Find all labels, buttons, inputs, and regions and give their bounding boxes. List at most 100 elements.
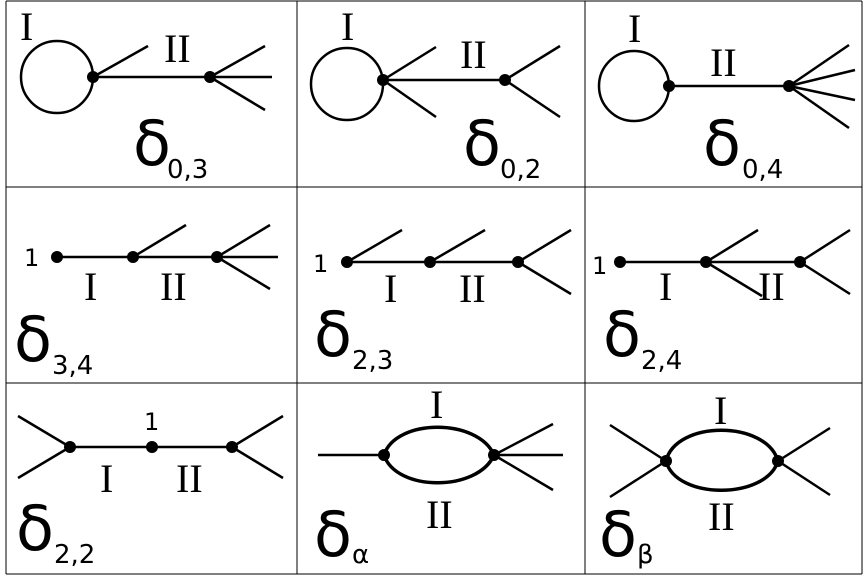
delta-subscript: 2,2 bbox=[54, 540, 95, 570]
delta-subscript: 0,2 bbox=[500, 155, 541, 185]
edge-label-ii: II bbox=[426, 492, 453, 537]
vertex-node bbox=[64, 441, 76, 453]
vertex-node bbox=[226, 441, 238, 453]
leg bbox=[493, 422, 554, 457]
grid-lines bbox=[5, 0, 863, 575]
loop-edge bbox=[309, 46, 385, 122]
delta-symbol: δ bbox=[599, 498, 637, 571]
vertex-node bbox=[204, 71, 216, 83]
vertex-node bbox=[512, 256, 524, 268]
edge-label-ii: II bbox=[176, 456, 203, 501]
edge-label-ii: II bbox=[708, 494, 735, 539]
leg bbox=[231, 414, 284, 449]
leg bbox=[17, 414, 71, 449]
leg bbox=[777, 426, 831, 463]
leg bbox=[209, 44, 266, 79]
loop-edge bbox=[597, 49, 671, 123]
delta-subscript: 3,4 bbox=[52, 351, 93, 381]
leg bbox=[799, 260, 851, 296]
delta-subscript: α bbox=[352, 540, 369, 570]
edge-i bbox=[382, 425, 496, 456]
delta-subscript: 2,3 bbox=[352, 346, 393, 376]
marked-point-label: 1 bbox=[144, 408, 159, 436]
edge-i bbox=[664, 428, 780, 462]
delta-symbol: δ bbox=[314, 498, 352, 571]
leg bbox=[799, 228, 851, 264]
edge-label-ii: II bbox=[459, 266, 486, 311]
leg bbox=[216, 223, 271, 259]
marked-point-label: 1 bbox=[313, 250, 328, 278]
delta-subscript: 2,4 bbox=[641, 346, 682, 376]
edge-label-i: I bbox=[714, 388, 727, 433]
cell-delta-2-3: 1 I II δ 2,3 bbox=[313, 228, 572, 376]
marked-point-label: 1 bbox=[592, 252, 607, 280]
cell-delta-0-4: I II δ 0,4 bbox=[597, 6, 856, 185]
vertex-node bbox=[127, 251, 139, 263]
edge-label-ii: II bbox=[460, 32, 487, 77]
delta-symbol: δ bbox=[133, 107, 171, 180]
leg bbox=[609, 459, 667, 499]
delta-symbol: δ bbox=[603, 298, 641, 371]
loop-edge bbox=[19, 39, 95, 115]
vertex-node bbox=[488, 449, 500, 461]
edge-label-i: I bbox=[659, 264, 672, 309]
leg bbox=[517, 260, 572, 296]
delta-subscript: 0,3 bbox=[167, 155, 208, 185]
leg bbox=[788, 84, 856, 102]
leg bbox=[231, 445, 284, 480]
vertex-node bbox=[794, 256, 806, 268]
delta-symbol: δ bbox=[703, 107, 741, 180]
delta-symbol: δ bbox=[16, 492, 54, 565]
vertex-node bbox=[499, 74, 511, 86]
vertex-node bbox=[377, 74, 389, 86]
leg bbox=[92, 44, 149, 79]
marked-point-node bbox=[146, 441, 158, 453]
vertex-node bbox=[772, 455, 784, 467]
cell-delta-0-3: I II δ 0,3 bbox=[19, 4, 272, 185]
vertex-node bbox=[783, 80, 795, 92]
leg bbox=[705, 260, 763, 298]
cell-delta-2-2: 1 I II δ 2,2 bbox=[16, 408, 284, 570]
edge-label-ii: II bbox=[710, 40, 737, 85]
cell-delta-beta: I II δ β bbox=[599, 388, 831, 571]
marked-point-node bbox=[51, 251, 63, 263]
delta-symbol: δ bbox=[463, 107, 501, 180]
edge-label-ii: II bbox=[758, 264, 785, 309]
cell-delta-alpha: I II δ α bbox=[314, 382, 563, 571]
vertex-node bbox=[663, 80, 675, 92]
delta-symbol: δ bbox=[314, 298, 352, 371]
leg bbox=[609, 423, 667, 463]
leg bbox=[209, 75, 266, 112]
delta-subscript: 0,4 bbox=[742, 155, 783, 185]
leg bbox=[504, 78, 561, 119]
leg bbox=[493, 453, 554, 492]
delta-symbol: δ bbox=[14, 303, 52, 376]
edge-label-i: I bbox=[20, 4, 33, 49]
marked-point-node bbox=[341, 256, 353, 268]
edge-label-i: I bbox=[341, 4, 354, 49]
cell-delta-0-2: I II δ 0,2 bbox=[309, 4, 561, 185]
leg bbox=[788, 84, 850, 130]
leg bbox=[382, 78, 437, 119]
vertex-node bbox=[660, 455, 672, 467]
edge-label-i: I bbox=[430, 382, 443, 427]
vertex-node bbox=[700, 256, 712, 268]
edge-label-i: I bbox=[384, 266, 397, 311]
edge-label-ii: II bbox=[164, 26, 191, 71]
vertex-node bbox=[87, 71, 99, 83]
cell-delta-2-4: 1 I II δ 2,4 bbox=[592, 228, 851, 376]
vertex-node bbox=[378, 449, 390, 461]
leg bbox=[132, 223, 187, 259]
leg bbox=[788, 68, 856, 88]
cell-delta-3-4: 1 I II δ 3,4 bbox=[14, 223, 278, 381]
marked-point-label: 1 bbox=[24, 244, 39, 272]
vertex-node bbox=[211, 251, 223, 263]
leg bbox=[517, 228, 572, 264]
edge-label-i: I bbox=[628, 6, 641, 51]
vertex-node bbox=[424, 256, 436, 268]
edge-label-ii: II bbox=[160, 264, 187, 309]
leg bbox=[777, 459, 831, 497]
leg bbox=[504, 44, 561, 82]
leg bbox=[788, 43, 850, 88]
